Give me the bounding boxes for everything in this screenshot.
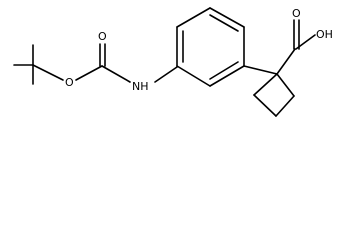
bond-nh-ring — [154, 66, 178, 83]
hydroxyl-label: OH — [316, 28, 333, 41]
bond-tbu-oxygen — [32, 64, 64, 81]
structure-diagram: O O NH O OH — [13, 7, 333, 117]
molecule-canvas: O O NH O OH — [13, 7, 333, 117]
cyclobutane-bond-2 — [275, 95, 295, 117]
ring-inner-double-3 — [209, 61, 239, 80]
bond-quaternary-c-acid-c — [276, 48, 296, 75]
bond-carbonyl-c-nh — [101, 65, 131, 83]
cyclobutane-bond-1 — [276, 73, 295, 97]
bond-ester-o-carbonyl-c — [75, 65, 103, 81]
cyclobutane-ring — [253, 73, 295, 117]
nh-label: NH — [132, 80, 149, 93]
ring-inner-double-2 — [209, 14, 239, 32]
ester-oxygen-label: O — [65, 76, 74, 89]
boc-carbamate-group — [75, 43, 178, 83]
ring-bond-3 — [209, 7, 245, 28]
acid-carbonyl-oxygen-label: O — [292, 7, 301, 20]
cyclobutane-bond-3 — [253, 94, 277, 117]
ring-bond-5 — [209, 65, 245, 87]
benzene-ring — [176, 7, 245, 87]
ring-bond-6 — [176, 65, 211, 87]
ring-bond-2 — [176, 7, 211, 28]
boc-carbonyl-oxygen-label: O — [98, 30, 107, 43]
carboxylic-acid-group — [276, 19, 316, 75]
bond-ring-quaternary-c — [243, 65, 278, 75]
bond-acid-c-oh — [295, 34, 316, 50]
cyclobutane-bond-4 — [253, 73, 278, 96]
tert-butyl-group — [13, 44, 64, 85]
